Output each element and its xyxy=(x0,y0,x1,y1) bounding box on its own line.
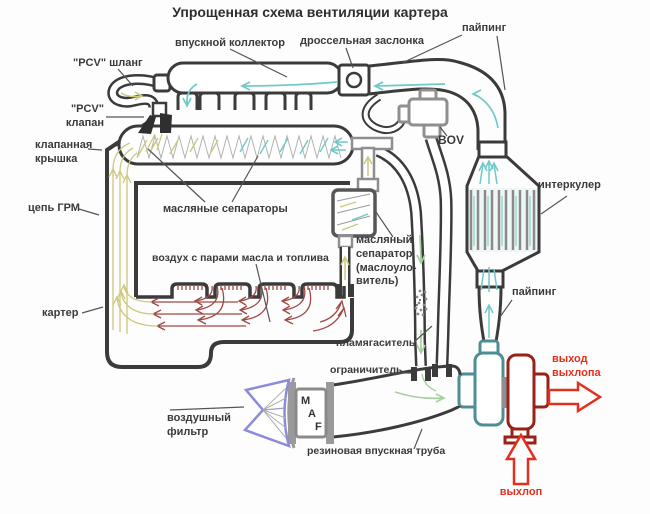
timing-chain-arrows xyxy=(108,142,159,334)
maf-letter-a: A xyxy=(308,408,316,420)
throttle-body xyxy=(337,63,371,97)
catch-can-assembly xyxy=(331,136,394,297)
label-exhaust-out: выход выхлопа xyxy=(552,353,601,379)
label-intake-manifold: впускной коллектор xyxy=(175,37,285,49)
label-pcv-valve: "PCV" клапан xyxy=(65,103,104,129)
bov-hose xyxy=(361,93,407,134)
label-rubber-intake-tube: резиновая впускная труба xyxy=(307,445,446,457)
label-valve-cover: клапанная крышка xyxy=(35,139,93,165)
exhaust-in-arrow xyxy=(504,432,538,486)
label-timing-chain: цепь ГРМ xyxy=(28,202,80,214)
vent-pipes xyxy=(375,136,453,367)
intercooler-flow xyxy=(473,159,531,338)
maf-letter-m: M xyxy=(301,395,310,407)
label-flame-arrestor: пламягаситель xyxy=(336,337,416,349)
label-bov: BOV xyxy=(438,133,465,147)
turbo-compressor xyxy=(457,339,505,427)
exhaust-out-arrow xyxy=(547,380,603,414)
intercooler-fins xyxy=(469,190,536,250)
label-intercooler: интеркулер xyxy=(538,179,601,191)
turbo-coupling xyxy=(502,377,509,408)
oil-separator-hatch xyxy=(136,134,342,160)
pcv-hose xyxy=(107,74,164,109)
label-exhaust-in: выхлоп xyxy=(499,486,543,498)
label-pcv-hose: "PCV" шланг xyxy=(73,57,143,69)
maf-letter-f: F xyxy=(315,421,322,433)
label-oil-separators: масляные сепараторы xyxy=(163,203,288,215)
flame-arrestor-mesh xyxy=(414,289,428,317)
label-air-oil-vapors: воздух с парами масла и топлива xyxy=(152,252,329,264)
pcv-valve xyxy=(137,101,172,157)
manifold-runners xyxy=(176,91,313,110)
valve-cover xyxy=(117,124,355,166)
boost-flow-arrows xyxy=(182,81,499,129)
pointer-lines xyxy=(78,34,568,450)
oil-catch-can xyxy=(331,188,377,238)
label-piping-top: пайпинг xyxy=(462,22,507,34)
air-filter xyxy=(242,377,296,449)
exhaust-arrows xyxy=(504,380,603,486)
label-restrictor: ограничитель xyxy=(330,364,403,376)
label-throttle: дроссельная заслонка xyxy=(300,35,425,47)
bov-valve xyxy=(397,88,449,139)
diagram-title: Упрощенная схема вентиляции картера xyxy=(172,4,448,20)
intercooler xyxy=(465,140,541,343)
turbo-turbine xyxy=(503,353,550,445)
label-air-filter: воздушный фильтр xyxy=(167,412,231,438)
maf-sensor: M A F xyxy=(288,382,334,444)
label-piping-right: пайпинг xyxy=(512,286,557,298)
rubber-intake-tube xyxy=(332,364,462,439)
label-crankcase: картер xyxy=(42,307,79,319)
label-oil-catch-can: масляный сепаратор (маслоуло- витель) xyxy=(356,234,417,288)
